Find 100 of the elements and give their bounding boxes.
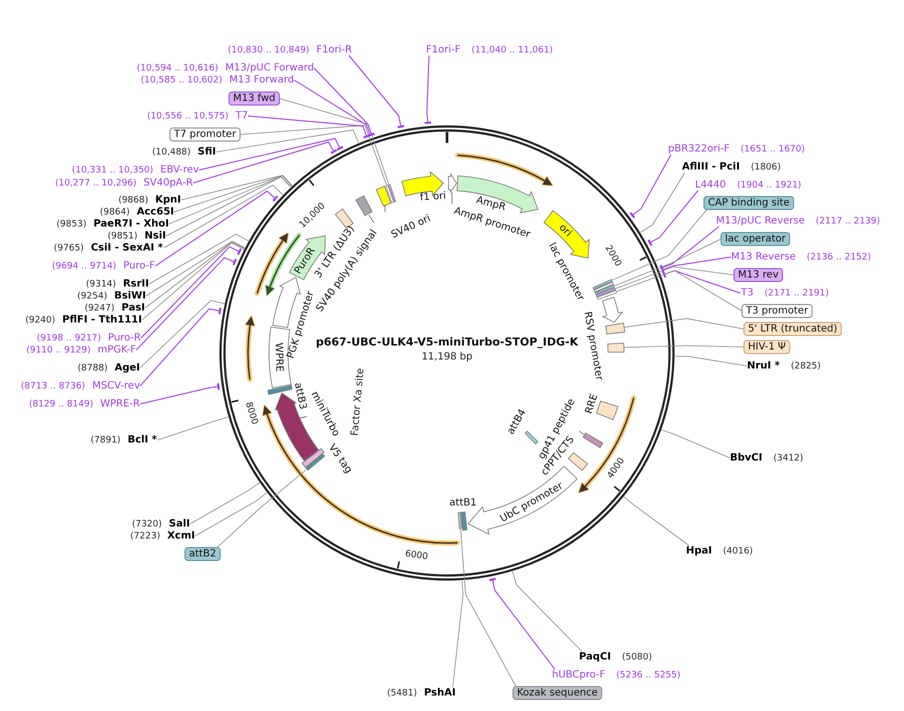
feature-tag: T3 promoter — [742, 304, 813, 318]
leader-line — [662, 270, 740, 294]
position-label: (10,830 .. 10,849) — [228, 46, 310, 56]
enzyme-name: NsiI — [144, 230, 166, 242]
leader-line — [216, 130, 359, 152]
feature-tag: attB2 — [184, 547, 221, 561]
leader-line — [629, 154, 672, 219]
enzyme-name: SalI — [168, 518, 190, 530]
scale-label: 6000 — [404, 549, 429, 562]
enzyme-name: BclI * — [128, 434, 157, 446]
feature-tag: 5' LTR (truncated) — [744, 322, 842, 336]
leader-line — [192, 141, 338, 184]
feature-box — [607, 342, 624, 353]
position-label: (4016) — [723, 546, 753, 556]
leader-line — [674, 356, 748, 366]
plasmid-name: p667-UBC-ULK4-V5-miniTurbo-STOP_IDG-K — [316, 336, 578, 348]
leader-line — [146, 240, 246, 296]
enzyme-name: AflIII - PciI — [682, 162, 740, 172]
position-label: (9853) — [56, 220, 86, 230]
leader-line — [140, 246, 242, 338]
leader-line — [140, 300, 225, 368]
leader-line — [168, 176, 292, 224]
position-label: (2117 .. 2139) — [816, 216, 880, 226]
position-label: (10,488) — [152, 148, 191, 158]
enzyme-name: PaeR7I - XhoI — [93, 218, 169, 230]
feature-tag: M13 rev — [734, 268, 783, 282]
leader-line — [140, 306, 222, 386]
enzyme-name: PshAI — [424, 688, 456, 698]
enzyme-name: Acc65I — [136, 206, 174, 218]
enzyme-name: KpnI — [155, 194, 181, 206]
enzyme-name: BbvCI — [730, 452, 762, 464]
leader-line — [615, 266, 734, 290]
primer-name: mPGK-F — [98, 344, 136, 356]
leader-line — [190, 482, 260, 524]
position-label: (10,331 .. 10,350) — [72, 166, 154, 176]
position-label: (10,277 .. 10,296) — [55, 178, 137, 188]
leader-line — [624, 496, 690, 546]
position-label: (5080) — [622, 652, 652, 662]
leader-line — [452, 580, 464, 688]
position-label: (8713 .. 8736) — [20, 382, 86, 392]
enzyme-name: PaqCI — [579, 652, 612, 662]
feature-label: RRE — [584, 392, 600, 416]
primer-name: F1ori-R — [316, 44, 352, 56]
leader-line — [314, 68, 376, 137]
position-label: (9864) — [100, 208, 130, 218]
leader-line — [163, 184, 284, 248]
primer-name: M13/pUC Reverse — [716, 216, 805, 226]
position-label: (9198 .. 9217) — [36, 334, 102, 344]
leader-line — [640, 172, 686, 233]
feature-label: attB3 — [292, 382, 308, 410]
feature-tag: lac operator — [720, 232, 790, 246]
position-label: (7223) — [130, 532, 160, 542]
position-label: (10,556 .. 10,575) — [147, 112, 229, 122]
enzyme-name: CsiI - SexAI * — [90, 242, 163, 254]
enzyme-name: NruI * — [747, 360, 780, 372]
leader-line — [154, 190, 278, 266]
primer-name: SV40pA-R — [144, 178, 193, 188]
primer-name: WPRE-R — [100, 398, 140, 410]
enzyme-name: HpaI — [686, 546, 712, 556]
leader-line — [157, 416, 229, 440]
feature-tag: M13 fwd — [228, 92, 280, 106]
position-label: (9240) — [25, 316, 56, 326]
leader-line — [488, 578, 556, 670]
feature-label: V5 tag — [326, 442, 354, 476]
leader-line — [144, 242, 245, 308]
feature-label: ori — [556, 222, 574, 240]
feature-marker — [306, 454, 326, 471]
feature-tag: CAP binding site — [704, 196, 794, 210]
leader-line — [612, 209, 708, 281]
position-label: (9110 .. 9129) — [26, 346, 91, 356]
leader-line — [624, 318, 744, 330]
leader-line — [279, 98, 390, 185]
leader-line — [194, 492, 268, 536]
leader-line — [661, 429, 730, 458]
leader-line — [198, 138, 344, 170]
leader-line — [140, 382, 220, 404]
leader-line — [136, 257, 237, 350]
primer-name: L4440 — [695, 180, 726, 190]
leader-line — [240, 124, 387, 186]
leader-line — [460, 528, 516, 687]
enzyme-name: XcmI — [167, 530, 195, 542]
position-label: (9247) — [84, 304, 115, 314]
position-label: (9868) — [118, 196, 148, 206]
feature-marker — [458, 512, 462, 529]
primer-name: F1ori-F — [426, 44, 460, 56]
feature-label: attB1 — [449, 498, 477, 508]
enzyme-name: SfiI — [198, 146, 216, 158]
position-label: (9694 .. 9714) — [52, 262, 116, 272]
position-label: (8788) — [78, 364, 108, 374]
position-label: (10,594 .. 10,616) — [136, 64, 218, 74]
leader-line — [614, 238, 722, 286]
enzyme-name: PasI — [122, 302, 145, 314]
position-label: (7320) — [132, 520, 162, 530]
feature-marker — [596, 290, 617, 300]
leader-line — [348, 55, 406, 128]
enzyme-name: RsrII — [122, 278, 149, 290]
feature-label: RSV promoter — [582, 310, 604, 382]
primer-name: T7 — [236, 110, 248, 122]
position-label: (3412) — [773, 454, 804, 464]
feature-marker — [388, 184, 396, 202]
